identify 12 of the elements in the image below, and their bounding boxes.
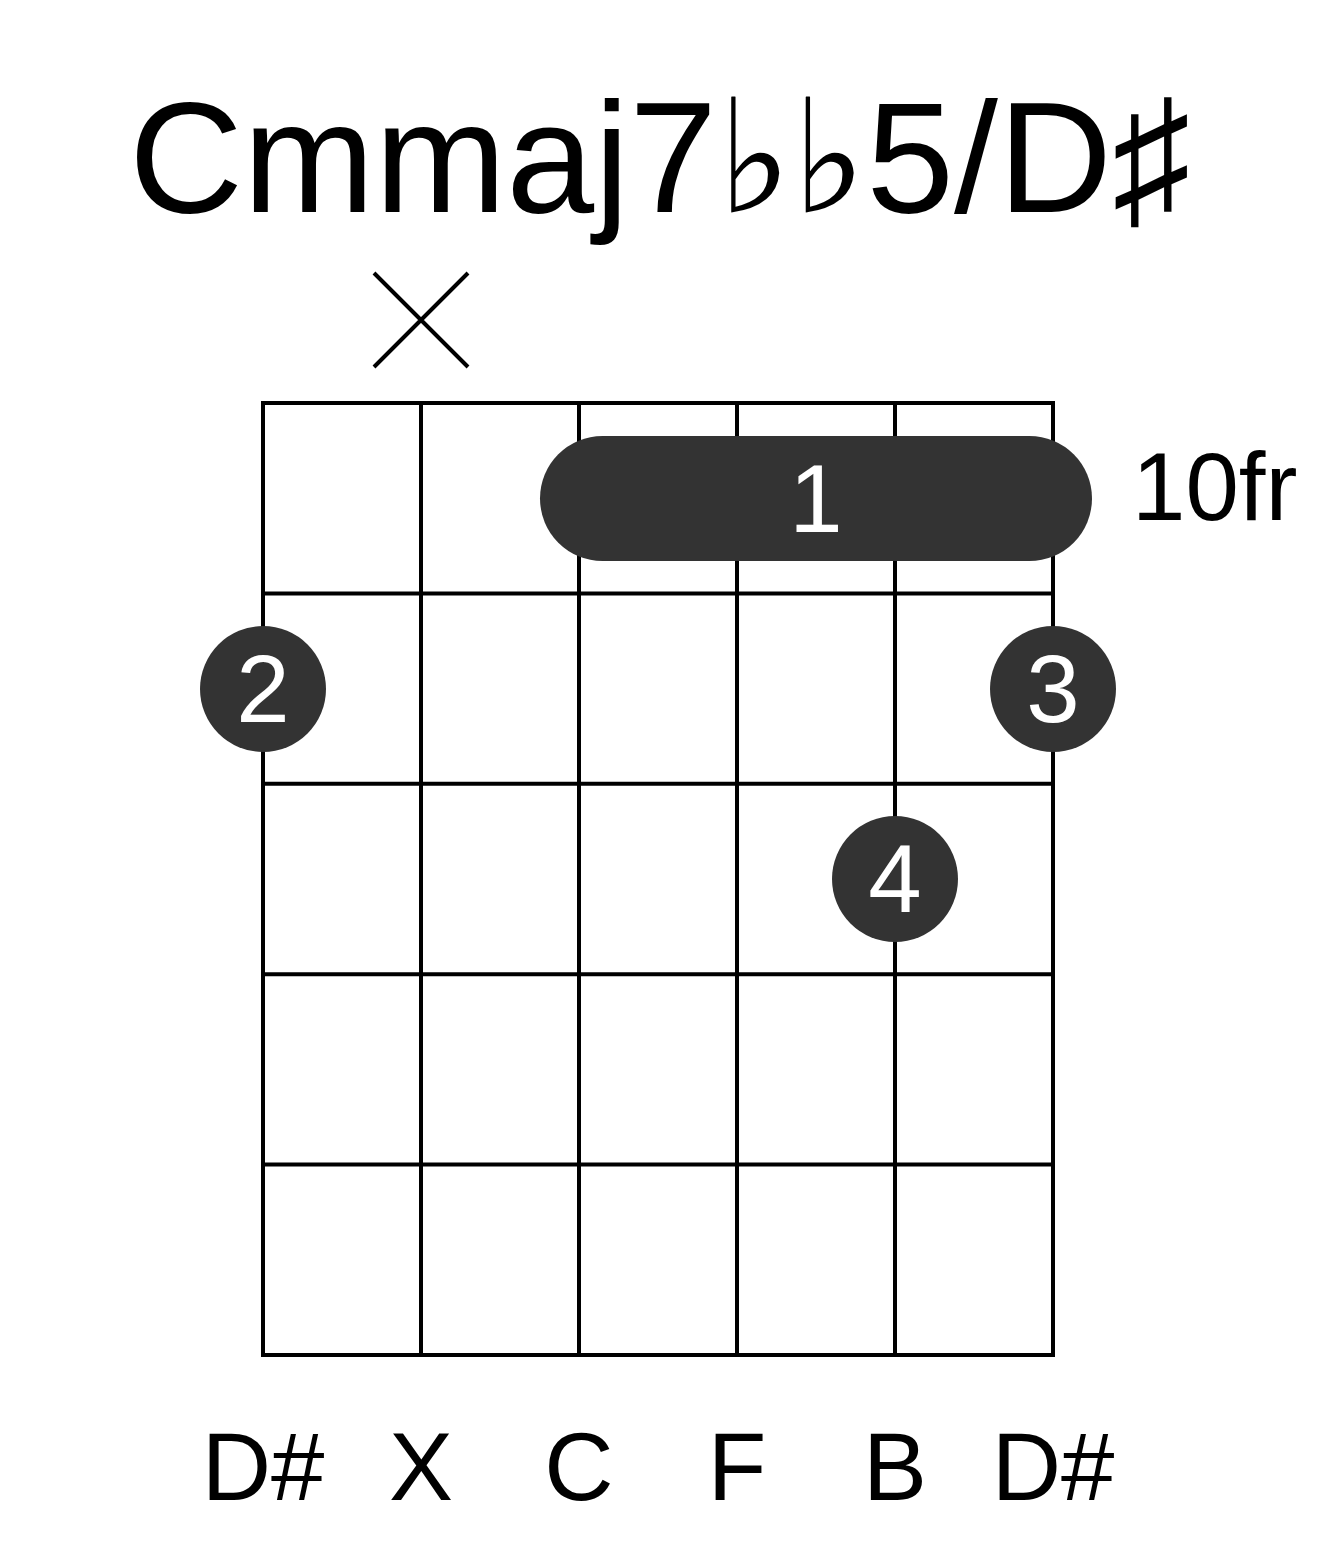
string-note-label: B <box>863 1418 927 1515</box>
finger-number: 2 <box>236 641 290 737</box>
finger-number: 4 <box>868 831 922 927</box>
finger-number: 3 <box>1026 641 1080 737</box>
string-note-label: X <box>389 1418 453 1515</box>
string-note-label: D# <box>201 1418 325 1515</box>
finger-number: 1 <box>789 450 843 547</box>
fret-position-label: 10fr <box>1132 438 1298 535</box>
string-note-label: C <box>544 1418 614 1515</box>
string-note-label: D# <box>991 1418 1115 1515</box>
chord-title: Cmmaj7♭♭5/D♯ <box>128 67 1192 247</box>
string-note-label: F <box>707 1418 767 1515</box>
